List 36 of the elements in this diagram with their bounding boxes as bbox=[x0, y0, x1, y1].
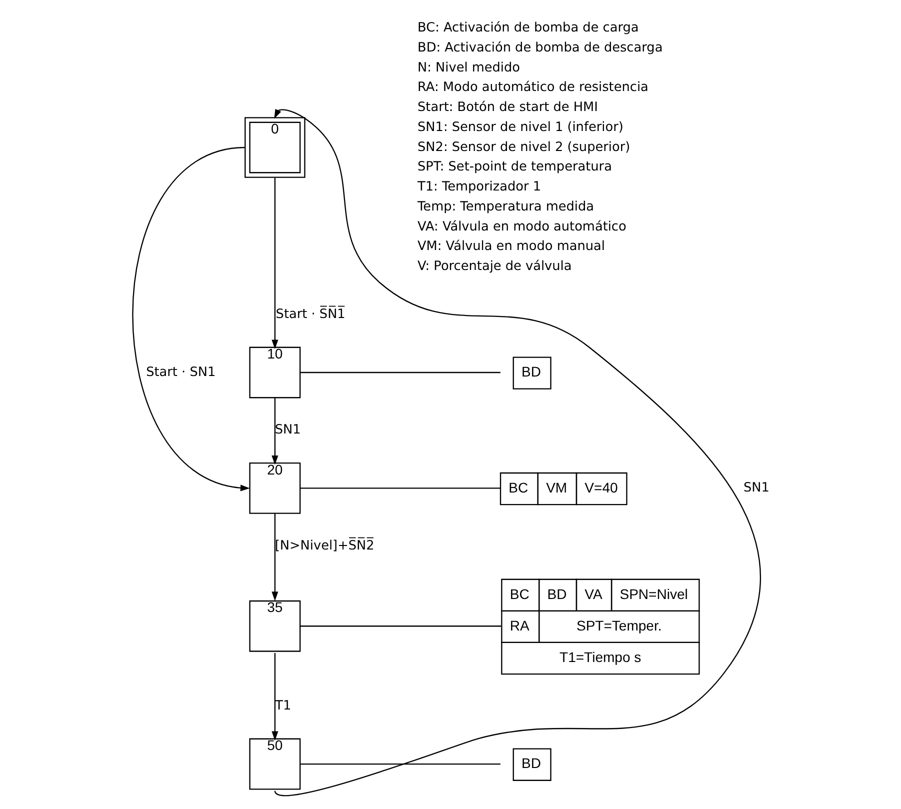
arrow bbox=[132, 146, 250, 492]
label: V: Porcentaje de válvula bbox=[417, 258, 572, 274]
edge-label: T1 bbox=[274, 698, 291, 714]
arrow bbox=[271, 653, 278, 741]
arrow bbox=[271, 398, 278, 465]
connector bbox=[300, 488, 500, 489]
label: SN1: Sensor de nivel 1 (inferior) bbox=[417, 120, 623, 135]
label: SPT: Set-point de temperatura bbox=[417, 160, 612, 175]
label: VA: Válvula en modo automático bbox=[417, 219, 626, 234]
connector bbox=[300, 372, 500, 374]
label: BC: Activación de bomba de carga bbox=[417, 20, 638, 36]
label: SN2: Sensor de nivel 2 (superior) bbox=[417, 140, 630, 155]
edge-label: SN1 bbox=[743, 480, 769, 496]
edge-label: SN1 bbox=[274, 422, 300, 438]
node-box: 20 bbox=[248, 462, 300, 514]
edge-label: [N>Nivel]+S̅N̅2̅ bbox=[274, 538, 374, 554]
node-box: 50 bbox=[248, 738, 300, 790]
arrow bbox=[271, 513, 278, 601]
label: T1: Temporizador 1 bbox=[417, 180, 541, 195]
edge-label: Start · SN1 bbox=[146, 364, 216, 380]
label: VM: Válvula en modo manual bbox=[417, 239, 604, 254]
label: Temp: Temperatura medida bbox=[417, 199, 594, 214]
edge-label: Start · S̅N̅1̅ bbox=[275, 306, 345, 322]
label: RA: Modo automático de resistencia bbox=[417, 80, 648, 96]
arrow bbox=[274, 108, 760, 796]
label: BD: Activación de bomba de descarga bbox=[417, 40, 662, 56]
connector bbox=[300, 626, 500, 627]
arrow bbox=[271, 178, 278, 350]
node-box: 0 bbox=[244, 117, 305, 178]
node-box: BD bbox=[512, 748, 551, 781]
node-box: 35 bbox=[248, 600, 300, 652]
label: N: Nivel medido bbox=[417, 60, 520, 76]
node-box: BD bbox=[512, 356, 551, 390]
node-box: 10 bbox=[248, 346, 300, 398]
connector bbox=[300, 763, 500, 765]
label: Start: Botón de start de HMI bbox=[417, 100, 598, 116]
